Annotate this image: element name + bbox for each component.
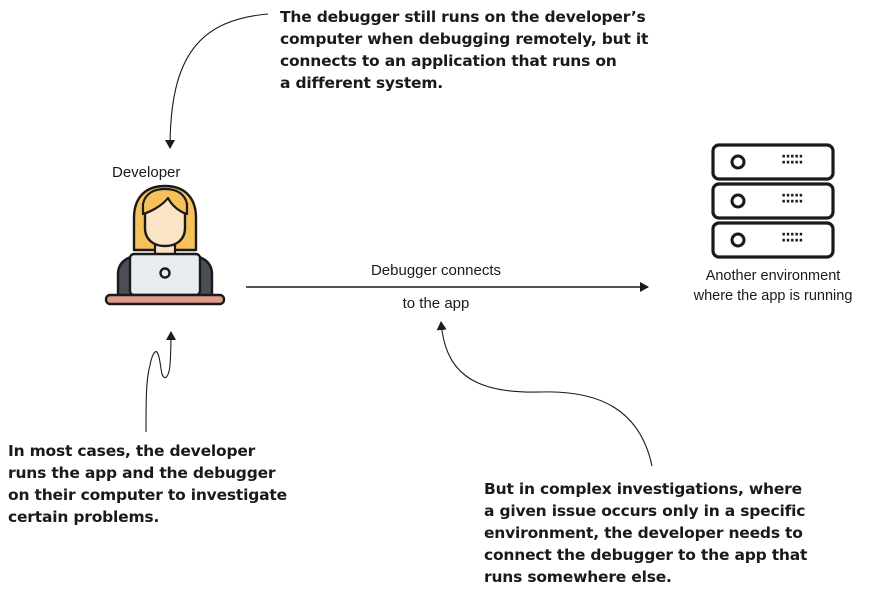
svg-text:·····: ····· <box>781 155 803 171</box>
bottom-left-annotation-callout <box>145 331 176 433</box>
bottom-right-annotation-callout <box>436 321 653 467</box>
svg-text:·····: ····· <box>781 233 803 249</box>
server-icon: ····· ····· ····· ····· ····· ····· <box>711 143 835 259</box>
developer-label: Developer <box>112 164 181 181</box>
server-label: Another environment where the app is run… <box>693 268 853 304</box>
svg-text:·····: ····· <box>781 149 803 165</box>
bottom-left-annotation: In most cases, the developer runs the ap… <box>8 442 287 526</box>
svg-text:·····: ····· <box>781 194 803 210</box>
svg-text:·····: ····· <box>781 188 803 204</box>
developer-icon <box>104 184 226 306</box>
top-annotation: The debugger still runs on the developer… <box>280 8 649 92</box>
svg-text:·····: ····· <box>781 227 803 243</box>
bottom-right-annotation: But in complex investigations, where a g… <box>484 480 808 586</box>
edge-label-line2: to the app <box>402 295 470 312</box>
edge-label-line1: Debugger connects <box>370 262 502 279</box>
top-annotation-callout <box>165 13 269 149</box>
